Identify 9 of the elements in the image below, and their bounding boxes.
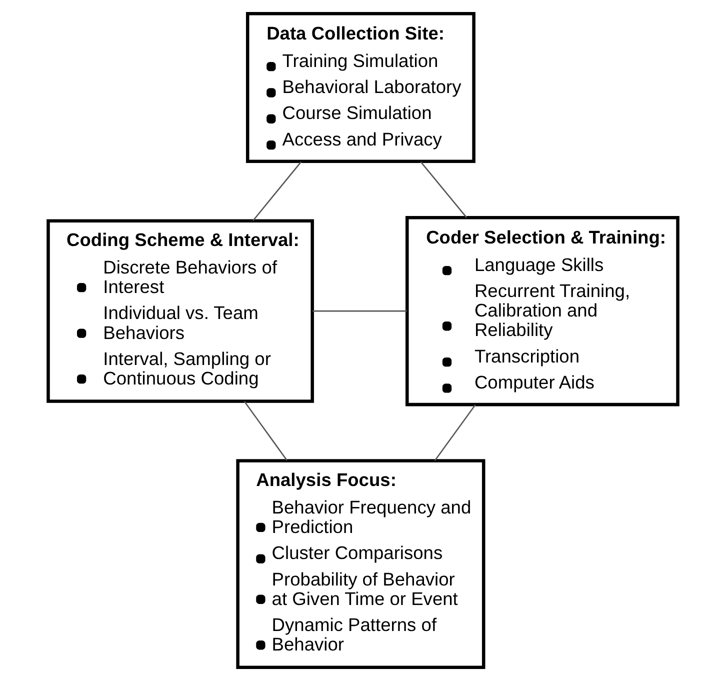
node-box: Coder Selection & Training: Language Skills Recurrent Training, Calibration and Reliability Transcription Computer Aids: [405, 216, 679, 406]
connector: [434, 404, 476, 461]
connector: [420, 161, 467, 218]
connector: [252, 161, 302, 222]
node-box: Analysis Focus: Behavior Frequency and Prediction Cluster Comparisons Probability of Behavior at Given Time or Event Dynamic Patterns of Behavior: [236, 459, 485, 669]
node-box: Data Collection Site: Training Simulation Behavioral Laboratory Course Simulation Access and Privacy: [245, 12, 475, 164]
connector: [312, 310, 406, 312]
connector: [243, 400, 287, 461]
node-box: Coding Scheme & Interval: Discrete Behaviors of Interest Individual vs. Team Behaviors Interval, Sampling or Continuous Coding: [46, 219, 314, 403]
